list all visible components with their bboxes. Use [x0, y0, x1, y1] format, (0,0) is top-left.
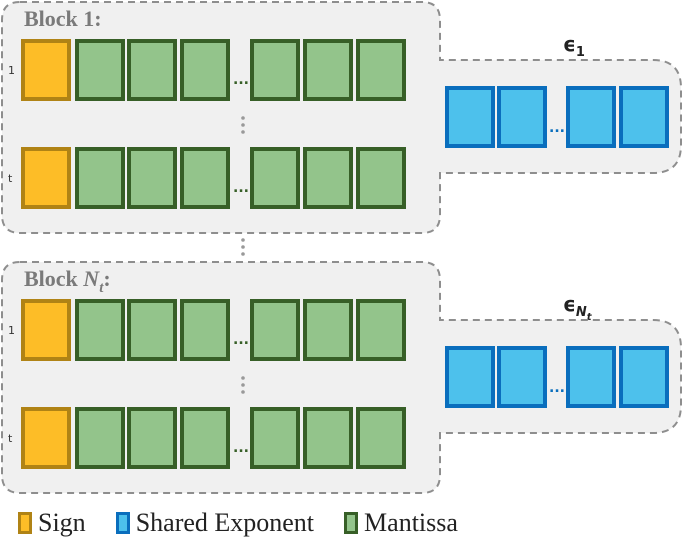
vertical-ellipsis-dot	[241, 130, 245, 134]
bit-row-t: t...	[8, 147, 406, 209]
block-format-diagram: Block 1:1...t...ϵ1...Block Nt:1...t...ϵN…	[1, 1, 682, 494]
exponent-bit	[497, 346, 547, 408]
mantissa-bit	[75, 407, 125, 469]
row-label: 1	[8, 324, 15, 337]
row-label: 1	[8, 64, 15, 77]
exponent-bit	[445, 346, 495, 408]
legend-label-mantissa: Mantissa	[364, 508, 458, 537]
block-1: Block 1:1...t...ϵ1...	[1, 1, 682, 234]
mantissa-bit	[303, 147, 353, 209]
mantissa-bit	[75, 299, 125, 361]
mantissa-bit	[356, 39, 406, 101]
mantissa-bit	[75, 147, 125, 209]
shared-exponent-row: ...	[445, 86, 669, 148]
ellipsis: ...	[233, 72, 249, 88]
mantissa-bit	[180, 407, 230, 469]
sign-bit	[21, 407, 71, 469]
mantissa-bit	[356, 147, 406, 209]
ellipsis: ...	[549, 380, 565, 396]
legend-item-shared-exponent: Shared Exponent	[115, 508, 315, 538]
mantissa-bit	[127, 147, 177, 209]
vertical-ellipsis-dot	[241, 390, 245, 394]
mantissa-bit	[303, 39, 353, 101]
ellipsis: ...	[233, 440, 249, 456]
mantissa-bit	[127, 39, 177, 101]
vertical-ellipsis-dot	[241, 116, 245, 120]
block-2: Block Nt:1...t...ϵNt...	[1, 261, 682, 494]
mantissa-bit	[250, 299, 300, 361]
vertical-ellipsis-dot	[241, 252, 245, 256]
mantissa-bit	[180, 39, 230, 101]
sign-bit	[21, 39, 71, 101]
shared-exponent-label: ϵNt	[563, 292, 593, 323]
block-title: Block Nt:	[24, 266, 111, 296]
mantissa-bit	[127, 407, 177, 469]
vertical-ellipsis-dot	[241, 238, 245, 242]
mantissa-bit	[356, 299, 406, 361]
sign-bit	[21, 299, 71, 361]
mantissa-bit	[180, 299, 230, 361]
ellipsis: ...	[549, 120, 565, 136]
exponent-bit	[566, 346, 616, 408]
mantissa-bit	[250, 147, 300, 209]
mantissa-bit	[127, 299, 177, 361]
vertical-ellipsis-dot	[241, 376, 245, 380]
legend-label-shared-exponent: Shared Exponent	[135, 508, 315, 537]
mantissa-bit	[250, 39, 300, 101]
sign-swatch-icon	[18, 512, 32, 534]
mantissa-bit	[180, 147, 230, 209]
exponent-bit	[445, 86, 495, 148]
mantissa-bit	[356, 407, 406, 469]
legend-item-mantissa: Mantissa	[344, 508, 458, 538]
vertical-ellipsis-dot	[241, 123, 245, 127]
exponent-bit	[619, 86, 669, 148]
mantissa-bit	[250, 407, 300, 469]
mantissa-swatch-icon	[344, 512, 359, 534]
vertical-ellipsis-dot	[241, 383, 245, 387]
mantissa-bit	[303, 407, 353, 469]
shared-exponent-label: ϵ1	[563, 32, 585, 60]
legend-label-sign: Sign	[38, 508, 86, 537]
mantissa-bit	[303, 299, 353, 361]
exponent-bit	[619, 346, 669, 408]
legend-item-sign: Sign	[18, 508, 86, 538]
block-title: Block 1:	[24, 6, 102, 31]
exponent-bit	[497, 86, 547, 148]
shared-exponent-row: ...	[445, 346, 669, 408]
legend: Sign Shared Exponent Mantissa	[18, 508, 488, 538]
sign-bit	[21, 147, 71, 209]
bit-row-1: 1...	[8, 299, 406, 361]
mantissa-bit	[75, 39, 125, 101]
ellipsis: ...	[233, 180, 249, 196]
exponent-bit	[566, 86, 616, 148]
row-label: t	[8, 172, 13, 185]
vertical-ellipsis-dot	[241, 245, 245, 249]
bit-row-1: 1...	[8, 39, 406, 101]
shared-exponent-swatch-icon	[115, 512, 130, 534]
bit-row-t: t...	[8, 407, 406, 469]
ellipsis: ...	[233, 332, 249, 348]
row-label: t	[8, 432, 13, 445]
